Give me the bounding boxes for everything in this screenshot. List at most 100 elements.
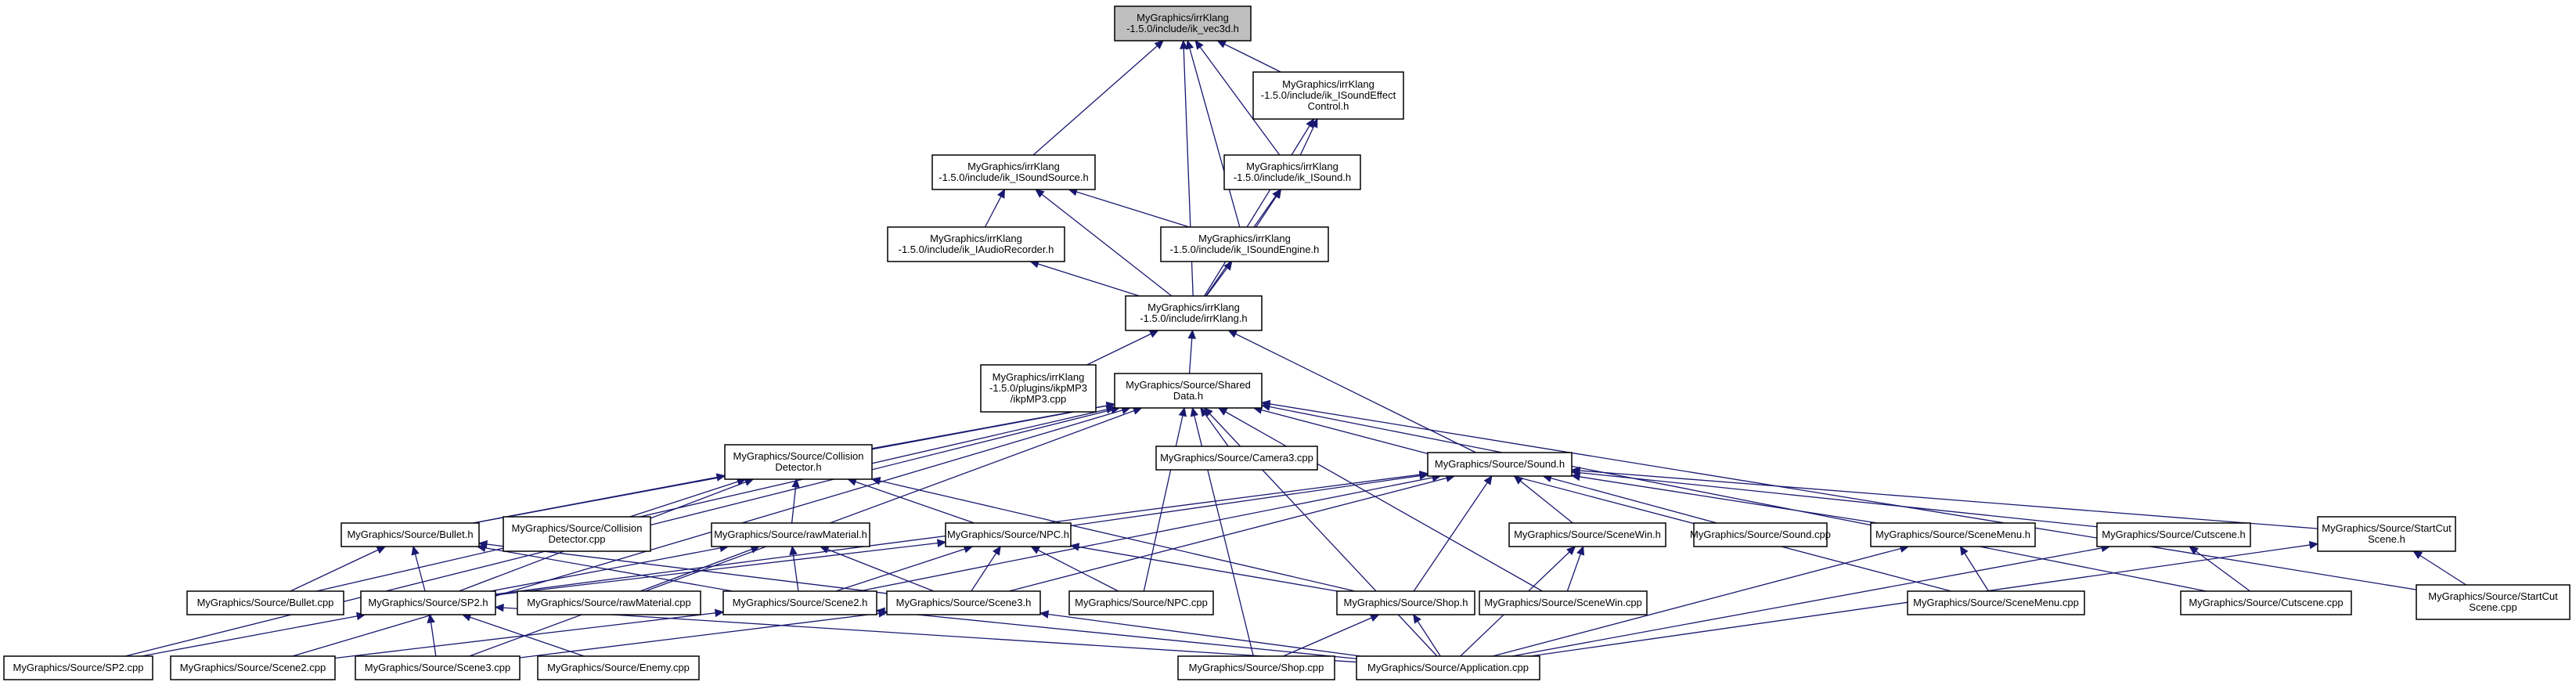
- edge-line: [1143, 407, 1185, 592]
- node-scenewincpp[interactable]: MyGraphics/Source/SceneWin.cpp: [1479, 590, 1648, 615]
- node-recorder[interactable]: MyGraphics/irrKlang-1.5.0/include/ik_IAu…: [887, 226, 1065, 262]
- node-cutsceneh[interactable]: MyGraphics/Source/Cutscene.h: [2096, 522, 2251, 547]
- node-scenewinh[interactable]: MyGraphics/Source/SceneWin.h: [1508, 522, 1666, 547]
- arrowhead: [376, 546, 387, 554]
- arrowhead: [477, 539, 488, 549]
- edge-line: [477, 546, 733, 592]
- edge-shoph-to-npch: [1069, 543, 1338, 592]
- node-bulleth[interactable]: MyGraphics/Source/Bullet.h: [340, 522, 480, 547]
- edge-irrklang-to-recorder: [1029, 260, 1140, 297]
- edge-scenemenuh-to-soundh: [1570, 472, 1878, 524]
- edge-line: [848, 478, 975, 524]
- edge-scene3h-to-npch: [971, 545, 1001, 592]
- node-scene3cpp[interactable]: MyGraphics/Source/Scene3.cpp: [355, 655, 521, 680]
- node-ikpmp3[interactable]: MyGraphics/irrKlang-1.5.0/plugins/ikpMP3…: [980, 364, 1097, 413]
- node-soundsrc[interactable]: MyGraphics/irrKlang-1.5.0/include/ik_ISo…: [931, 154, 1096, 190]
- node-scenemenuh[interactable]: MyGraphics/Source/SceneMenu.h: [1870, 522, 2036, 547]
- node-appcpp[interactable]: MyGraphics/Source/Application.cpp: [1356, 655, 1540, 680]
- node-box: [2096, 522, 2251, 547]
- node-scene3h[interactable]: MyGraphics/Source/Scene3.h: [886, 590, 1041, 615]
- node-label: MyGraphics/Source/StartCut: [2322, 522, 2452, 534]
- edge-startcutcpp-to-shared: [1260, 399, 2417, 590]
- edge-line: [1086, 330, 1158, 366]
- node-label: MyGraphics/Source/SceneWin.h: [1514, 529, 1661, 540]
- edge-irrklang-to-engine: [1205, 261, 1233, 297]
- edge-appcpp-to-shoph: [1413, 613, 1441, 657]
- edge-startcutcpp-to-startcuth: [2412, 550, 2466, 586]
- node-cutscenecpp[interactable]: MyGraphics/Source/Cutscene.cpp: [2180, 590, 2352, 615]
- edge-line: [141, 614, 366, 657]
- edge-engine-to-soundsrc: [1068, 188, 1190, 228]
- node-label: MyGraphics/Source/NPC.cpp: [1075, 597, 1208, 608]
- arrowhead: [1483, 475, 1493, 485]
- edge-line: [2189, 546, 2251, 592]
- node-label: -1.5.0/include/ik_ISoundEngine.h: [1170, 244, 1320, 255]
- node-label: MyGraphics/Source/Enemy.cpp: [547, 662, 690, 673]
- node-isound[interactable]: MyGraphics/irrKlang-1.5.0/include/ik_ISo…: [1223, 154, 1361, 190]
- arrowhead: [1217, 407, 1228, 416]
- edge-rawh-to-collh: [791, 478, 800, 524]
- node-box: [945, 522, 1072, 547]
- node-shopcpp[interactable]: MyGraphics/Source/Shop.cpp: [1177, 655, 1335, 680]
- node-sp2cpp[interactable]: MyGraphics/Source/SP2.cpp: [3, 655, 153, 680]
- edge-line: [1030, 261, 1140, 297]
- node-effect[interactable]: MyGraphics/irrKlang-1.5.0/include/ik_ISo…: [1252, 71, 1404, 120]
- node-npccpp[interactable]: MyGraphics/Source/NPC.cpp: [1068, 590, 1214, 615]
- node-box: [1068, 590, 1214, 615]
- node-box: [711, 522, 870, 547]
- edge-line: [1070, 545, 1338, 592]
- node-scene2cpp[interactable]: MyGraphics/Source/Scene2.cpp: [170, 655, 336, 680]
- node-enemycpp[interactable]: MyGraphics/Source/Enemy.cpp: [537, 655, 700, 680]
- node-label: MyGraphics/Source/SP2.h: [368, 597, 488, 608]
- node-box: [2180, 590, 2352, 615]
- arrowhead: [1223, 261, 1233, 271]
- node-shoph[interactable]: MyGraphics/Source/Shop.h: [1336, 590, 1475, 615]
- node-rawcpp[interactable]: MyGraphics/Source/rawMaterial.cpp: [517, 590, 701, 615]
- edge-scene3cpp-to-sp2h: [427, 613, 437, 657]
- node-bulletcpp[interactable]: MyGraphics/Source/Bullet.cpp: [186, 590, 344, 615]
- edge-soundcpp-to-soundh: [1542, 474, 1717, 524]
- node-camera3[interactable]: MyGraphics/Source/Camera3.cpp: [1155, 446, 1318, 471]
- arrowhead: [1369, 614, 1380, 622]
- edge-line: [820, 546, 935, 592]
- arrowhead: [1306, 117, 1315, 128]
- arrowhead: [1187, 329, 1196, 339]
- node-rawh[interactable]: MyGraphics/Source/rawMaterial.h: [711, 522, 870, 547]
- edge-line: [1571, 475, 1878, 524]
- node-sp2h[interactable]: MyGraphics/Source/SP2.h: [360, 590, 496, 615]
- node-label: -1.5.0/include/ik_ISound.h: [1234, 171, 1351, 183]
- node-label: MyGraphics/Source/Scene3.cpp: [365, 662, 510, 673]
- edge-line: [1492, 546, 1909, 657]
- node-box: [1223, 154, 1361, 190]
- edge-scenemenucpp-to-shared: [1252, 406, 1952, 592]
- arrowhead: [877, 609, 888, 618]
- node-scene2h[interactable]: MyGraphics/Source/Scene2.h: [722, 590, 877, 615]
- node-soundh[interactable]: MyGraphics/Source/Sound.h: [1427, 452, 1573, 477]
- node-label: MyGraphics/Source/Shop.h: [1344, 597, 1468, 608]
- edge-line: [1187, 40, 1241, 228]
- arrowhead: [1570, 466, 1580, 475]
- edge-scene3h-to-rawh: [819, 545, 935, 592]
- arrowhead: [993, 545, 1001, 556]
- node-npch[interactable]: MyGraphics/Source/NPC.h: [945, 522, 1072, 547]
- edge-scene3cpp-to-scene3h: [519, 609, 888, 659]
- node-box: [1160, 226, 1329, 262]
- node-scenemenucpp[interactable]: MyGraphics/Source/SceneMenu.cpp: [1907, 590, 2085, 615]
- edge-isound-to-vec3d: [1194, 40, 1281, 156]
- edge-irrklang-to-effect: [1204, 117, 1315, 297]
- node-engine[interactable]: MyGraphics/irrKlang-1.5.0/include/ik_ISo…: [1160, 226, 1329, 262]
- node-box: [886, 590, 1041, 615]
- node-irrklang[interactable]: MyGraphics/irrKlang-1.5.0/include/irrKla…: [1125, 295, 1263, 331]
- node-label: MyGraphics/Source/Scene3.h: [896, 597, 1032, 608]
- node-soundcpp[interactable]: MyGraphics/Source/Sound.cpp: [1690, 522, 1831, 547]
- edge-line: [495, 541, 946, 596]
- arrowhead: [1190, 406, 1199, 417]
- arrowhead: [1035, 189, 1045, 198]
- node-vec3d[interactable]: MyGraphics/irrKlang-1.5.0/include/ik_vec…: [1114, 5, 1252, 41]
- node-label: MyGraphics/Source/Cutscene.h: [2102, 529, 2246, 540]
